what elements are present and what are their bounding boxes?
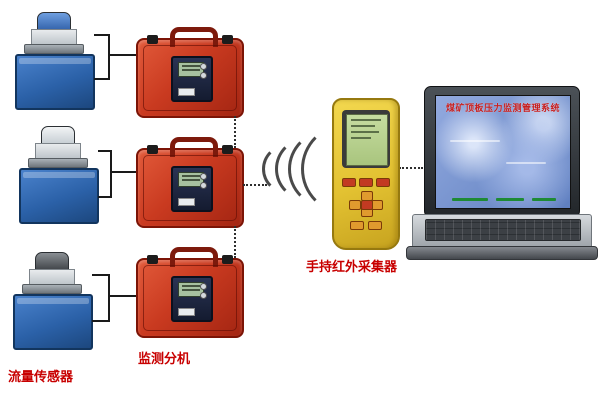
screen-green-text [452, 198, 488, 201]
panel-label-strip [178, 198, 195, 206]
label-handheld-collector: 手持红外采集器 [306, 259, 398, 274]
dotted-link-case1-case2 [234, 116, 236, 148]
keypad-button [359, 178, 373, 187]
laptop-display: 煤矿顶板压力监测管理系统 [435, 95, 571, 209]
panel-screen [178, 282, 204, 297]
sensor-tank [19, 168, 99, 224]
laptop-screen-title: 煤矿顶板压力监测管理系统 [445, 103, 560, 113]
panel-button [200, 182, 207, 189]
sensor-tank [13, 294, 93, 350]
panel-button [200, 72, 207, 79]
screen-green-text [496, 198, 524, 201]
keypad-button [342, 178, 356, 187]
keypad-button [350, 221, 364, 230]
keypad-button [368, 221, 382, 230]
case-panel [171, 166, 213, 212]
dotted-link-handheld-laptop [399, 167, 423, 169]
wireless-signal-icon [262, 116, 328, 216]
case-panel [171, 56, 213, 102]
monitor-case-2 [136, 137, 244, 228]
dotted-link-case2-case3 [234, 226, 236, 258]
transmitter-flange [28, 158, 88, 168]
keypad-dpad [349, 191, 383, 217]
tank-rim [17, 298, 89, 304]
monitor-case-1 [136, 27, 244, 118]
case-handle [170, 247, 218, 267]
monitor-case-3 [136, 247, 244, 338]
case-latch-icon [147, 255, 158, 264]
wire-bracket-3 [92, 274, 110, 322]
case-panel [171, 276, 213, 322]
flow-sensor-1 [12, 12, 96, 110]
screen-green-text [532, 198, 556, 201]
wire-2 [110, 171, 136, 173]
tank-rim [23, 172, 95, 178]
case-seam [143, 155, 237, 221]
case-latch-icon [147, 145, 158, 154]
label-flow-sensor: 流量传感器 [8, 369, 74, 384]
keypad-button [376, 178, 390, 187]
case-latch-icon [222, 145, 233, 154]
wire-3 [108, 295, 136, 297]
case-latch-icon [222, 255, 233, 264]
sensor-tank [15, 54, 95, 110]
transmitter-flange [22, 284, 82, 294]
case-latch-icon [222, 35, 233, 44]
label-monitor-unit: 监测分机 [138, 351, 191, 366]
case-seam [143, 45, 237, 111]
laptop-keyboard [425, 219, 581, 241]
flow-sensor-3 [10, 252, 94, 350]
panel-label-strip [178, 308, 195, 316]
tank-rim [19, 58, 91, 64]
flow-sensor-2 [16, 126, 100, 224]
panel-button [200, 283, 207, 290]
wire-bracket-1 [94, 34, 110, 80]
case-latch-icon [147, 35, 158, 44]
case-seam [143, 265, 237, 331]
dotted-link-case-wireless [243, 184, 267, 186]
case-handle [170, 27, 218, 47]
laptop-screen-bezel: 煤矿顶板压力监测管理系统 [424, 86, 580, 218]
panel-label-strip [178, 88, 195, 96]
handheld-screen-bezel [342, 110, 390, 168]
panel-button [200, 292, 207, 299]
laptop-base [412, 214, 592, 250]
wire-bracket-2 [98, 150, 112, 198]
case-handle [170, 137, 218, 157]
panel-button [200, 63, 207, 70]
wire-1 [108, 54, 136, 56]
transmitter-flange [24, 44, 84, 54]
handheld-device [332, 98, 400, 250]
laptop-front-edge [406, 246, 598, 260]
panel-button [200, 173, 207, 180]
handheld-screen [346, 114, 388, 166]
handheld-keypad [342, 174, 390, 236]
